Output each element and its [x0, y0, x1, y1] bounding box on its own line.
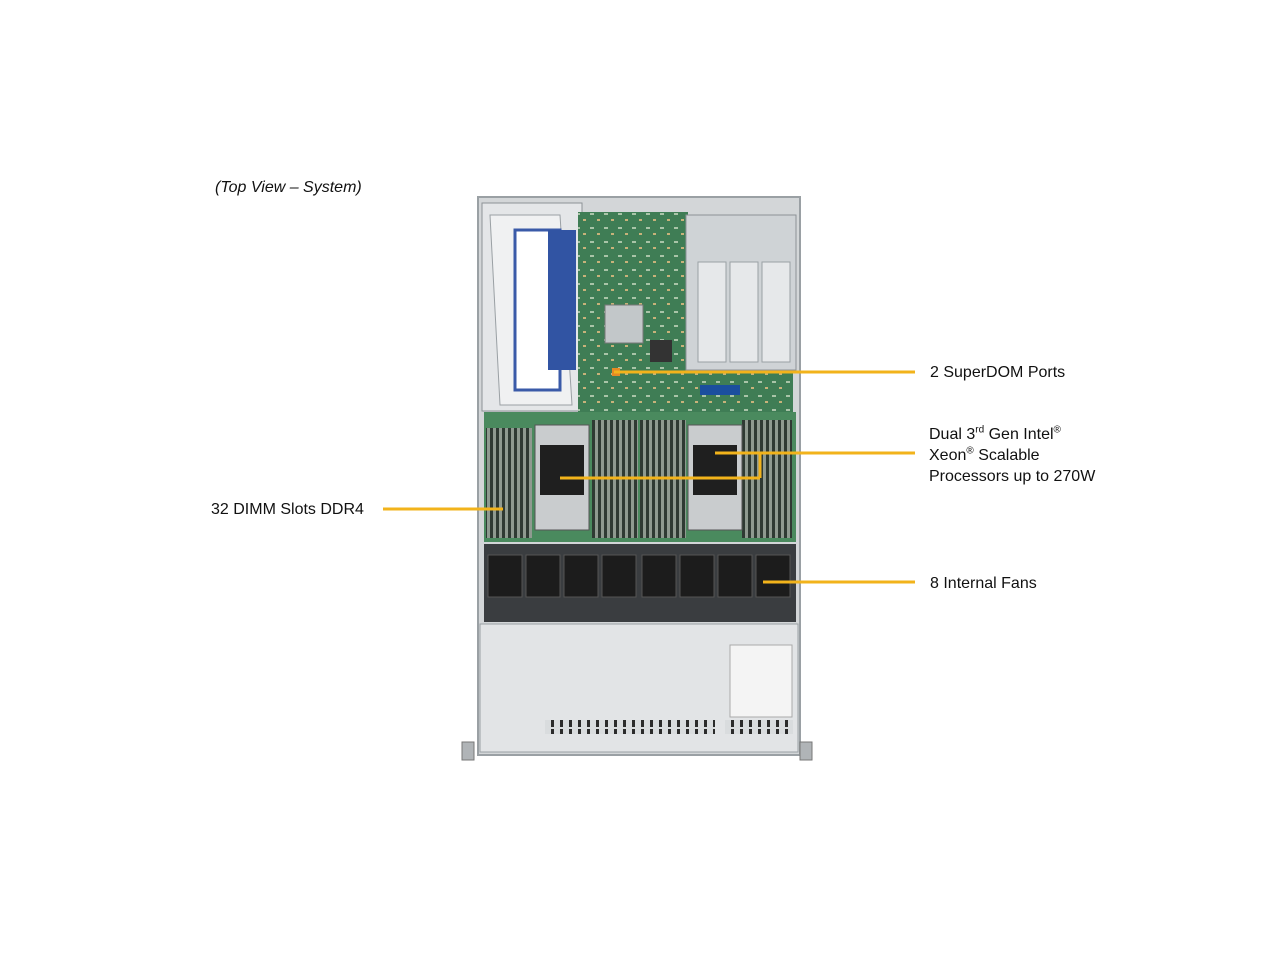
fan-7 — [717, 554, 753, 598]
service-label — [729, 644, 793, 718]
superdom-callout: 2 SuperDOM Ports — [930, 364, 1066, 381]
cpu-callout: Dual 3rd Gen Intel® Xeon® Scalable Proce… — [929, 424, 1095, 487]
dimm-bank-1 — [486, 428, 532, 538]
callout-lines — [383, 370, 915, 584]
drive-bay — [685, 214, 797, 371]
fan-4 — [601, 554, 637, 598]
cpu-callout-line-1: Dual 3rd Gen Intel® — [929, 424, 1061, 443]
fans-callout: 8 Internal Fans — [930, 575, 1037, 592]
fan-3 — [563, 554, 599, 598]
cpu-callout-line-2: Xeon® Scalable — [929, 445, 1040, 464]
front-cover — [479, 623, 799, 753]
fan-6 — [679, 554, 715, 598]
dimm-callout: 32 DIMM Slots DDR4 — [211, 501, 364, 518]
dimm-cpu-area — [484, 412, 796, 542]
fan-1 — [487, 554, 523, 598]
fan-8 — [755, 554, 791, 598]
fan-2 — [525, 554, 561, 598]
riser-cage — [481, 202, 583, 412]
fan-5 — [641, 554, 677, 598]
cpu-callout-line-3: Processors up to 270W — [929, 468, 1096, 485]
fan-row — [484, 544, 796, 622]
diagram-caption: (Top View – System) — [215, 179, 362, 196]
